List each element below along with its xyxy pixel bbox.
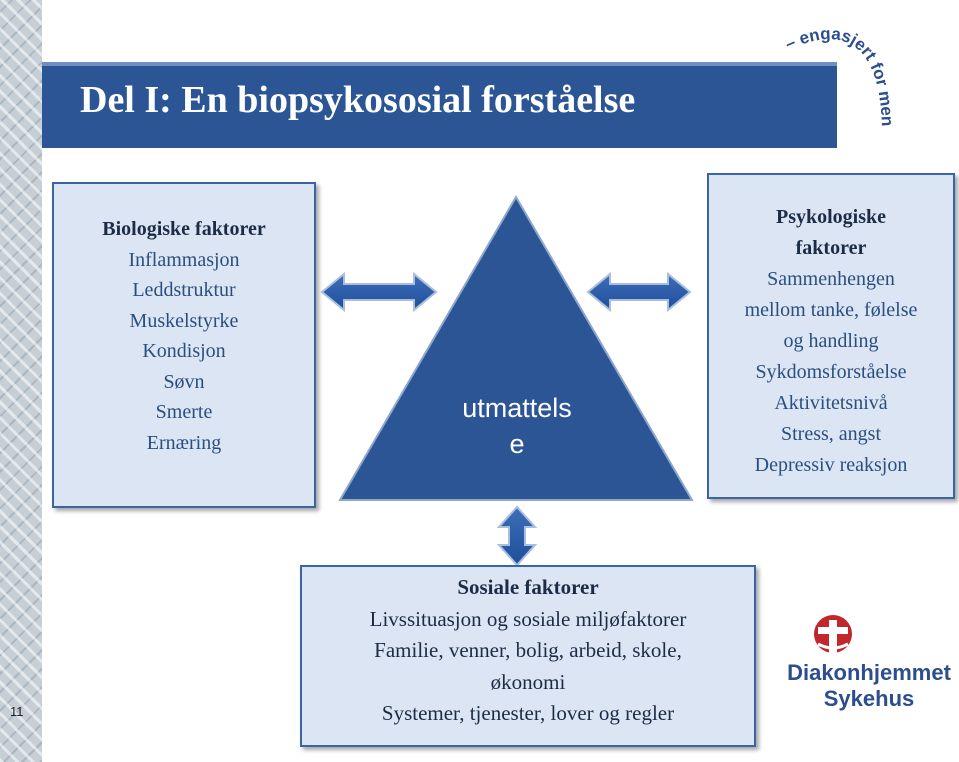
biological-item: Smerte: [155, 401, 213, 423]
biological-item: Muskelstyrke: [129, 309, 239, 332]
psychological-heading: Psykologiske: [775, 206, 887, 228]
social-heading: Sosiale faktorer: [457, 575, 599, 599]
social-factors-box: Sosiale faktorer Livssituasjon og sosial…: [300, 565, 756, 747]
biological-item: Leddstruktur: [132, 279, 236, 301]
logo-cross-icon: [814, 615, 852, 654]
arrow-bio-center: [320, 271, 438, 313]
biological-item: Ernæring: [146, 431, 222, 454]
social-item: Familie, venner, bolig, arbeid, skole,: [374, 638, 682, 662]
logo-wordmark: Diakonhjemmet Sykehus: [784, 660, 954, 712]
biological-item: Inflammasjon: [128, 248, 240, 271]
slide-title: Del I: En biopsykososial forståelse: [80, 79, 636, 121]
logo-line2: Sykehus: [823, 686, 915, 711]
psychological-item: mellom tanke, følelse: [744, 299, 918, 321]
tagline-arc: – engasjert for mennesket: [780, 18, 897, 127]
biological-heading: Biologiske faktorer: [102, 218, 266, 240]
social-item: Systemer, tjenester, lover og regler: [381, 701, 675, 725]
psychological-item: Sykdomsforståelse: [755, 361, 907, 383]
logo-line1: Diakonhjemmet: [787, 660, 951, 685]
psychological-item: Sammenhengen: [767, 268, 895, 290]
title-bar: Del I: En biopsykososial forståelse: [42, 62, 837, 148]
arrow-center-social: [496, 505, 538, 567]
social-item: Livssituasjon og sosiale miljøfaktorer: [369, 606, 687, 631]
psychological-heading: faktorer: [795, 237, 867, 259]
page-number: 11: [10, 704, 24, 719]
center-label-fatigue: utmattels e: [462, 393, 572, 459]
psychological-item: og handling: [783, 330, 879, 352]
biological-item: Kondisjon: [142, 340, 226, 362]
psychological-item: Depressiv reaksjon: [754, 454, 908, 476]
psychological-item: Stress, angst: [781, 423, 881, 445]
biological-factors-box: Biologiske faktorer Inflammasjon Leddstr…: [52, 182, 316, 508]
fatigue-triangle: [338, 195, 694, 501]
social-item: økonomi: [490, 669, 566, 694]
psychological-item: Aktivitetsnivå: [774, 392, 888, 414]
arrow-center-psy: [586, 271, 692, 313]
decorative-pattern-strip: [0, 0, 42, 762]
psychological-factors-box: Psykologiske faktorer Sammenhengen mello…: [707, 173, 955, 499]
biological-item: Søvn: [163, 370, 205, 393]
